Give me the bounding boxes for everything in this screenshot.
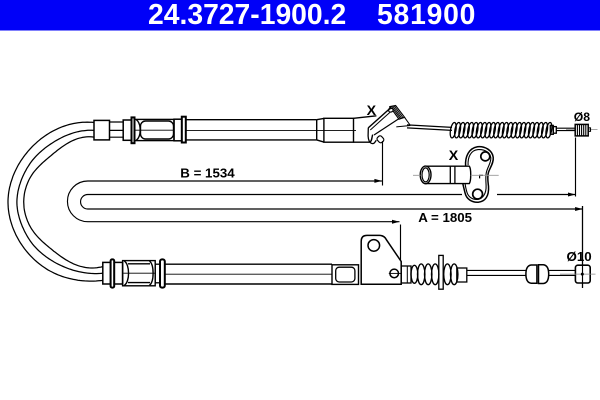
svg-text:Ø10: Ø10	[567, 249, 592, 264]
svg-text:B = 1534: B = 1534	[180, 165, 235, 180]
svg-text:581900: 581900	[377, 0, 476, 30]
svg-text:Ø8: Ø8	[574, 110, 590, 124]
svg-text:X: X	[367, 103, 377, 119]
svg-text:X: X	[449, 148, 459, 164]
svg-text:A = 1805: A = 1805	[418, 210, 472, 225]
svg-text:24.3727-1900.2: 24.3727-1900.2	[148, 0, 346, 30]
